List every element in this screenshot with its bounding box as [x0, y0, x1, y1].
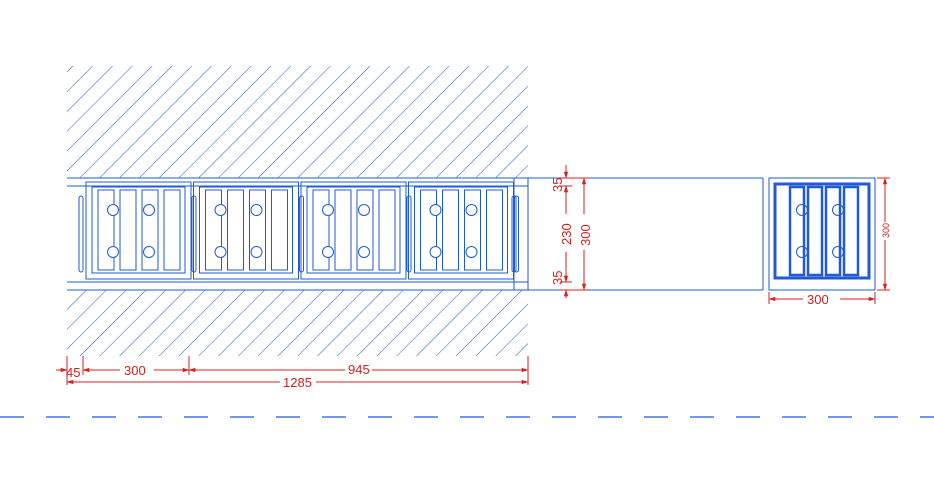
block-bolt [107, 246, 119, 258]
detail-bar [806, 185, 824, 277]
detail-bolt [796, 204, 808, 216]
detail-view [768, 177, 876, 291]
detail-outline [768, 177, 876, 291]
block-bar [356, 189, 374, 271]
dim-left-edge: 45 [66, 365, 80, 380]
block-bar [271, 189, 288, 271]
block-joint-slot [514, 195, 519, 273]
block-bar [227, 189, 244, 271]
block-row [85, 181, 519, 280]
dim-span-300: 300 [124, 363, 146, 378]
block-bar [249, 189, 266, 271]
block-outer [300, 181, 407, 280]
block-bolt [250, 246, 263, 258]
block-bar [97, 189, 115, 271]
block-outer [408, 181, 514, 280]
edge-slot-left [78, 195, 84, 273]
dim-detail-width: 300 [807, 292, 829, 307]
block-bar [486, 189, 503, 271]
block-bar [334, 189, 352, 271]
dim-total-height: 300 [578, 224, 593, 246]
precast-block [300, 181, 412, 280]
hatch-bottom [67, 290, 528, 356]
block-bar [420, 189, 437, 271]
block-inner [199, 186, 293, 274]
block-bolt [214, 204, 227, 216]
block-bar [442, 189, 459, 271]
block-bolt [429, 204, 442, 216]
block-bolt [429, 246, 442, 258]
block-bolt [143, 204, 155, 216]
detail-bars [788, 185, 860, 277]
dim-top-cover: 35 [550, 178, 565, 192]
block-bolt [250, 204, 263, 216]
hatch-top [67, 66, 528, 178]
block-bar [464, 189, 481, 271]
block-bar [378, 189, 396, 271]
precast-block [408, 181, 519, 280]
block-inner [91, 186, 186, 274]
block-bar [141, 189, 159, 271]
block-bolt [322, 246, 334, 258]
precast-block [193, 181, 304, 280]
block-bolt [465, 246, 478, 258]
detail-bolt [796, 246, 808, 258]
block-inner [306, 186, 401, 274]
detail-bar [824, 185, 842, 277]
detail-bolt [832, 246, 844, 258]
block-bolt [143, 246, 155, 258]
dim-bottom-cover: 35 [550, 271, 565, 285]
block-bolt [358, 204, 370, 216]
detail-bar [842, 185, 860, 277]
detail-bar [788, 185, 806, 277]
detail-bolt [832, 204, 844, 216]
dim-overall: 1285 [283, 375, 312, 390]
block-bolt [322, 204, 334, 216]
dim-slab: 230 [559, 223, 574, 245]
dimensions [56, 165, 890, 385]
block-outer [85, 181, 192, 280]
block-bolt [358, 246, 370, 258]
block-bar [205, 189, 222, 271]
block-bar [163, 189, 181, 271]
block-bolt [107, 204, 119, 216]
detail-frame [773, 182, 871, 280]
dim-span-945: 945 [348, 362, 370, 377]
block-bolt [214, 246, 227, 258]
block-bar [312, 189, 330, 271]
precast-block [85, 181, 197, 280]
block-bar [119, 189, 137, 271]
edge-slot-right [511, 195, 517, 273]
block-bolt [465, 204, 478, 216]
block-inner [414, 186, 508, 274]
block-outer [193, 181, 299, 280]
dim-detail-height: 300 [881, 223, 891, 238]
